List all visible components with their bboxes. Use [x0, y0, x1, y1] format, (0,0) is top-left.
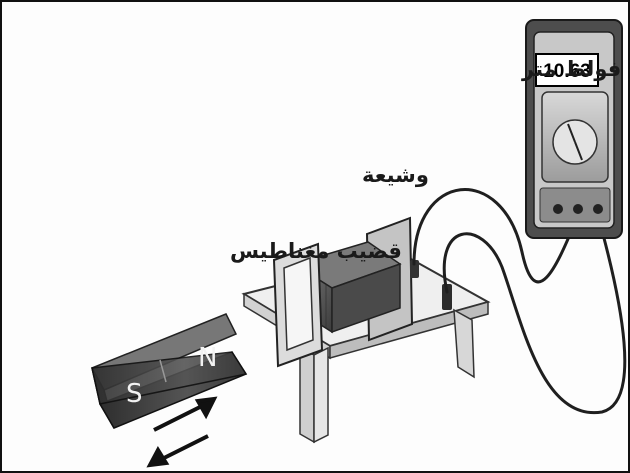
pole-s-label: S [126, 379, 143, 409]
meter-socket [573, 204, 583, 214]
coil-label: وشيعة [362, 163, 429, 187]
magnet-label: قضيب مغناطيس [230, 239, 402, 263]
voltmeter-label: فولط متر [521, 57, 621, 81]
pole-n-label: N [198, 343, 217, 373]
meter-socket [553, 204, 563, 214]
meter-socket [593, 204, 603, 214]
voltmeter: 10.63 [526, 20, 622, 238]
